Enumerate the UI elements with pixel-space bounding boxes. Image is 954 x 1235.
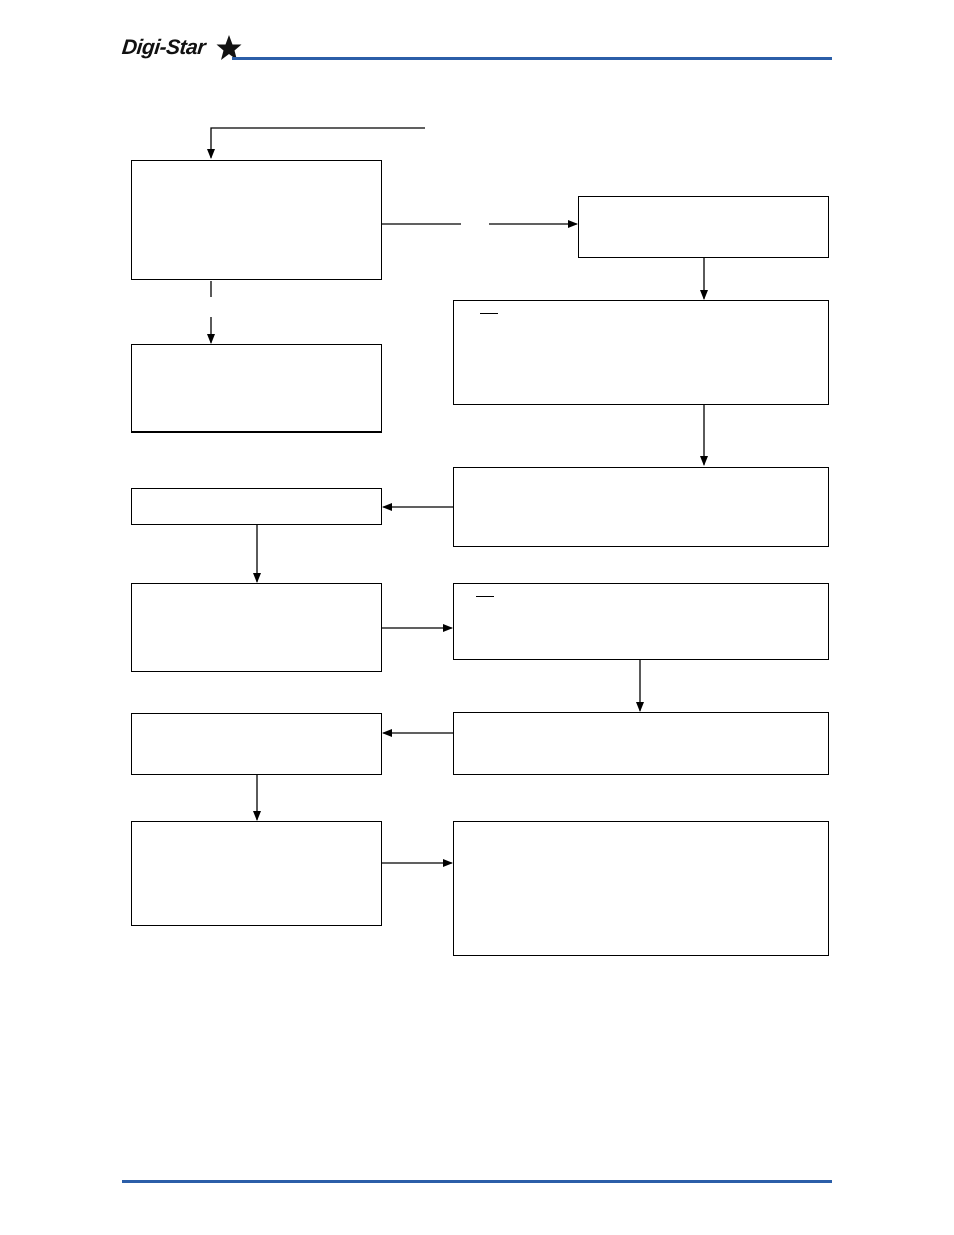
flow-box-10	[453, 583, 829, 660]
flow-box-4	[131, 583, 382, 672]
flow-box-6	[131, 821, 382, 926]
connector-entry	[207, 127, 425, 159]
header-rule	[232, 57, 832, 60]
flow-box-12	[453, 821, 829, 956]
flow-box-10-mark	[476, 596, 494, 598]
footer-rule	[122, 1180, 832, 1183]
flow-box-5	[131, 713, 382, 775]
flow-box-3	[131, 488, 382, 525]
flow-box-11	[453, 712, 829, 775]
flow-box-2	[131, 344, 382, 433]
flow-box-7	[578, 196, 829, 258]
flow-box-8-mark	[480, 313, 498, 315]
flow-box-9	[453, 467, 829, 547]
star-icon	[216, 35, 242, 60]
digi-star-logo: Digi-Star	[121, 34, 244, 64]
flow-box-8	[453, 300, 829, 405]
flow-box-1	[131, 160, 382, 280]
